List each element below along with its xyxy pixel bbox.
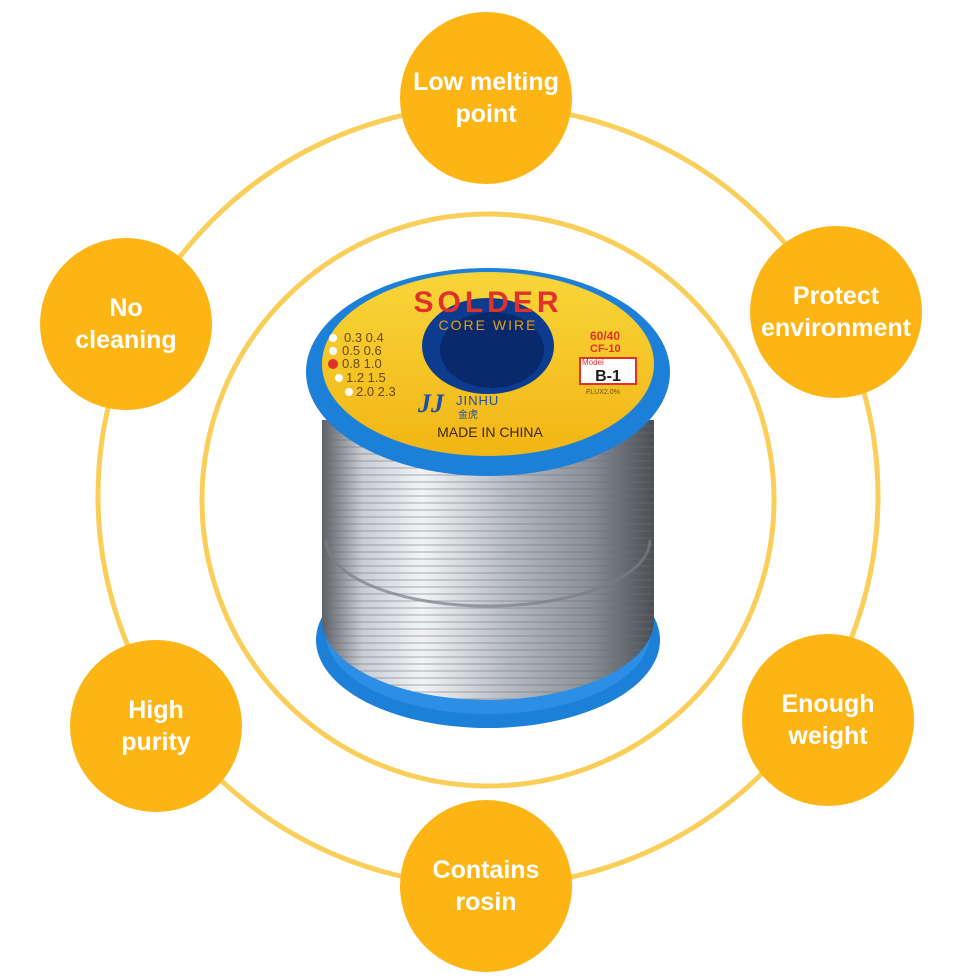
flux-percent: FLUX2.0% bbox=[586, 389, 620, 396]
inner-ring bbox=[199, 211, 777, 789]
feature-high-purity: High purity bbox=[70, 640, 242, 812]
model-label: Model bbox=[582, 358, 604, 367]
wire-groove bbox=[324, 539, 652, 608]
spool-hole-inner bbox=[440, 312, 544, 388]
feature-label: Enough weight bbox=[781, 690, 875, 750]
diameter-list: 0.3 0.4 0.5 0.6 0.8 1.0 1.2 1.5 2.0 2.3 bbox=[342, 330, 396, 399]
diameter-row: 1.2 1.5 bbox=[346, 370, 386, 385]
feature-label: Protect environment bbox=[760, 282, 912, 342]
diameter-dot bbox=[335, 374, 343, 382]
diameter-row: 0.8 1.0 bbox=[342, 356, 382, 371]
alloy-ratio: 60/40 bbox=[590, 329, 620, 343]
brand-name: JINHU bbox=[456, 393, 499, 408]
diameter-row: 0.3 0.4 bbox=[344, 330, 384, 345]
feature-label: No cleaning bbox=[75, 294, 177, 354]
diameter-dot bbox=[329, 334, 337, 342]
feature-no-cleaning: No cleaning bbox=[40, 238, 212, 410]
model-value: B-1 bbox=[595, 368, 621, 385]
diameter-row: 2.0 2.3 bbox=[356, 384, 396, 399]
core-wire-subtitle: CORE WIRE bbox=[439, 317, 538, 333]
feature-label: Low melting point bbox=[413, 68, 559, 128]
diameter-dot bbox=[345, 388, 353, 396]
diameter-dot bbox=[329, 347, 337, 355]
feature-label: Contains rosin bbox=[432, 856, 540, 916]
brand-name-chinese: 金虎 bbox=[458, 408, 478, 421]
feature-low-melting-point: Low melting point bbox=[400, 12, 572, 184]
model-box bbox=[579, 357, 637, 385]
selected-diameter-dot bbox=[328, 359, 338, 369]
diameter-row: 0.5 0.6 bbox=[342, 343, 382, 358]
feature-enough-weight: Enough weight bbox=[742, 634, 914, 806]
solder-title: SOLDER bbox=[413, 286, 562, 319]
solder-spool bbox=[306, 268, 670, 728]
flux-code: CF-10 bbox=[590, 343, 621, 355]
wire-windings bbox=[322, 420, 654, 700]
jinhu-logo: JJ JINHU 金虎 bbox=[417, 389, 499, 421]
feature-contains-rosin: Contains rosin bbox=[400, 800, 572, 972]
feature-protect-environment: Protect environment bbox=[750, 226, 922, 398]
feature-label: High purity bbox=[121, 696, 191, 756]
jinhu-logo-mark: JJ bbox=[417, 389, 445, 418]
made-in-china: MADE IN CHINA bbox=[437, 424, 543, 440]
